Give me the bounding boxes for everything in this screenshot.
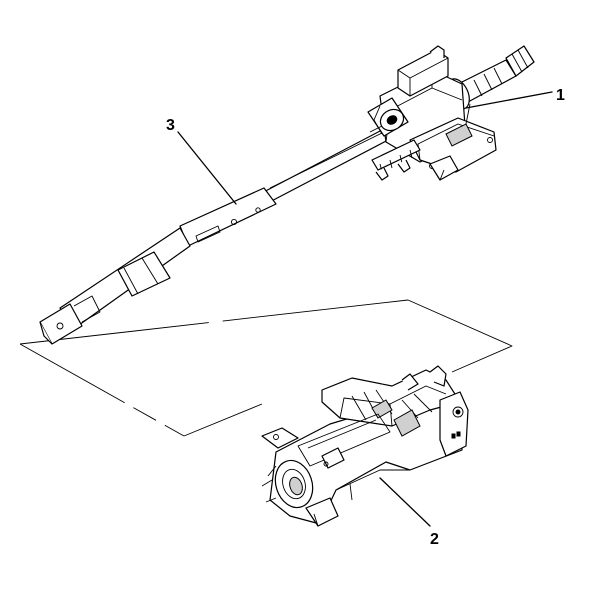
exploded-view-guide: [19, 299, 513, 437]
leader-line-1: [465, 91, 553, 109]
steering-column-upper: [367, 45, 535, 181]
intermediate-shaft: [39, 129, 389, 345]
callout-2: 2: [430, 531, 439, 548]
callout-1: 1: [556, 87, 565, 104]
steering-column-housing: [261, 365, 469, 527]
leader-line-3: [177, 131, 237, 205]
leader-line-2: [379, 477, 431, 527]
callout-3: 3: [166, 117, 175, 134]
leader-lines: [177, 91, 553, 527]
